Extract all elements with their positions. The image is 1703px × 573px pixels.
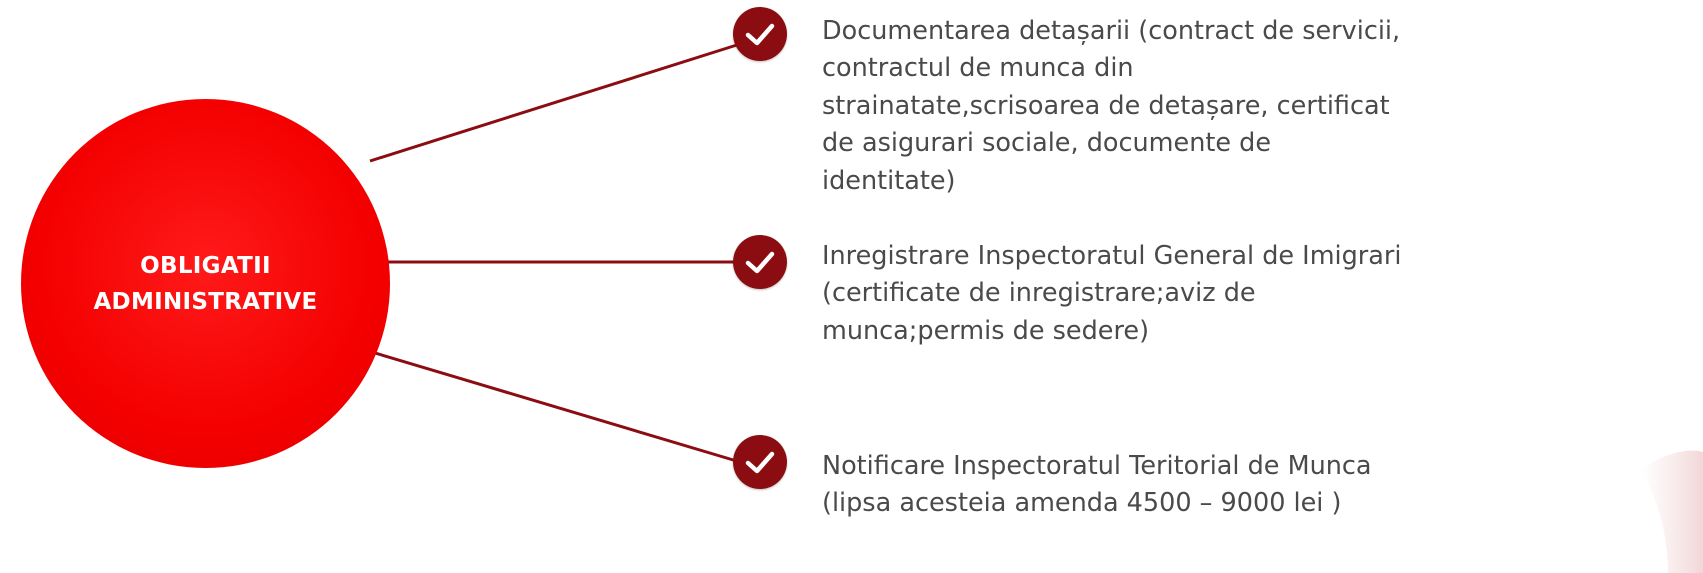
item-text-line: (lipsa acesteia amenda 4500 – 9000 lei )	[822, 488, 1342, 519]
obligatii-administrative-hub: OBLIGATII ADMINISTRATIVE	[21, 99, 390, 468]
item-text-line: Documentarea detașarii (contract de serv…	[822, 16, 1401, 46]
item-text-line: (certificate de inregistrare;aviz de	[822, 278, 1256, 309]
hub-title-line-2: ADMINISTRATIVE	[93, 288, 318, 315]
check-circle-icon	[733, 435, 787, 489]
item-notificare-itm: Notificare Inspectoratul Teritorial de M…	[822, 448, 1673, 523]
item-text-line: Notificare Inspectoratul Teritorial de M…	[822, 451, 1372, 481]
item-text-line: identitate)	[822, 165, 956, 196]
item-text-line: munca;permis de sedere)	[822, 315, 1150, 346]
connector-line-1	[369, 42, 741, 163]
item-text-line: de asigurari sociale, documente de	[822, 128, 1272, 159]
check-circle-icon	[733, 7, 787, 61]
item-text-line: contractul de munca din	[822, 53, 1134, 84]
item-documentare-detasare: Documentarea detașarii (contract de serv…	[822, 13, 1673, 200]
item-text-line: Inregistrare Inspectoratul General de Im…	[822, 241, 1402, 271]
connector-line-3	[354, 345, 741, 464]
item-inregistrare-igi: Inregistrare Inspectoratul General de Im…	[822, 238, 1673, 350]
check-circle-icon	[733, 235, 787, 289]
item-text-line: strainatate,scrisoarea de detașare, cert…	[822, 90, 1390, 121]
hub-title-line-1: OBLIGATII	[140, 252, 271, 279]
